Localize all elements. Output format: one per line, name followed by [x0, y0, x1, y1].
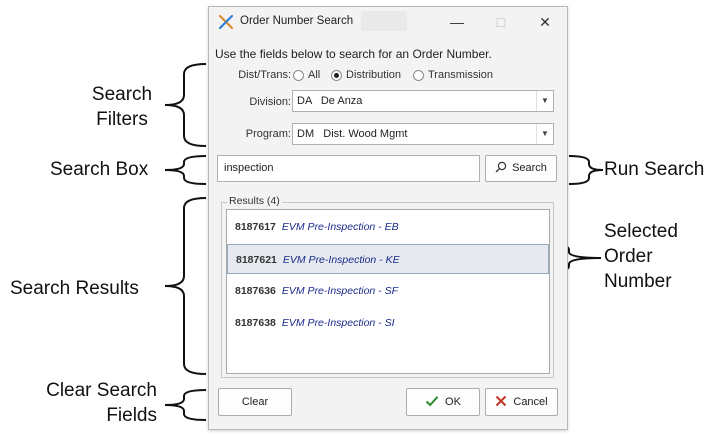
intro-text: Use the fields below to search for an Or…: [215, 47, 492, 61]
annotation-run-search: Run Search: [604, 159, 705, 180]
division-label: Division:: [249, 96, 291, 108]
division-select[interactable]: DA De Anza ▼: [292, 90, 554, 112]
checkmark-icon: [425, 396, 439, 407]
ok-button[interactable]: OK: [406, 388, 480, 416]
radio-all-label[interactable]: All: [308, 69, 321, 81]
search-icon: [495, 161, 507, 173]
order-number: 8187617: [235, 221, 276, 233]
brace-search-filters: [164, 63, 207, 147]
annotation-search-results: Search Results: [10, 278, 139, 299]
window-title: Order Number Search: [240, 15, 354, 27]
title-bar-ghost: [361, 11, 407, 31]
radio-all[interactable]: [293, 70, 304, 81]
list-item-selected[interactable]: 8187621 EVM Pre-Inspection - KE: [227, 244, 549, 274]
annotation-selected-order: Selected Order Number: [604, 221, 678, 292]
program-value: DM Dist. Wood Mgmt: [297, 128, 408, 140]
radio-transmission-label[interactable]: Transmission: [428, 69, 493, 81]
maximize-button[interactable]: □: [496, 14, 506, 30]
title-bar[interactable]: Order Number Search — □ ✕: [209, 7, 567, 37]
order-description: EVM Pre-Inspection - EB: [281, 221, 399, 233]
clear-button[interactable]: Clear: [218, 388, 292, 416]
search-button-label: Search: [512, 162, 547, 174]
search-input[interactable]: inspection: [217, 155, 480, 182]
brace-run-search: [568, 155, 604, 185]
cancel-button[interactable]: Cancel: [485, 388, 558, 416]
results-group: [221, 202, 554, 378]
radio-distribution[interactable]: [331, 70, 342, 81]
list-item[interactable]: 8187617 EVM Pre-Inspection - EB: [227, 212, 549, 242]
list-item[interactable]: 8187638 EVM Pre-Inspection - SI: [227, 308, 549, 338]
results-title: Results (4): [227, 195, 282, 207]
ok-button-label: OK: [445, 396, 461, 408]
brace-search-results: [164, 197, 207, 375]
dist-trans-label: Dist/Trans:: [238, 69, 291, 81]
brace-clear: [164, 389, 207, 421]
close-button[interactable]: ✕: [539, 14, 551, 30]
radio-transmission[interactable]: [413, 70, 424, 81]
brace-search-box: [164, 155, 207, 185]
app-x-icon: [218, 14, 234, 30]
program-label: Program:: [245, 128, 291, 140]
radio-distribution-label[interactable]: Distribution: [346, 69, 402, 81]
list-item[interactable]: 8187636 EVM Pre-Inspection - SF: [227, 276, 549, 306]
annotation-search-filters: Search Filters: [91, 84, 153, 130]
close-x-icon: [496, 395, 507, 407]
search-button[interactable]: Search: [485, 155, 557, 182]
program-select[interactable]: DM Dist. Wood Mgmt ▼: [292, 123, 554, 145]
annotation-clear-search: Clear Search Fields: [46, 380, 157, 426]
order-description: EVM Pre-Inspection - SI: [281, 317, 395, 329]
order-description: EVM Pre-Inspection - KE: [282, 254, 400, 266]
cancel-button-label: Cancel: [513, 396, 548, 408]
order-description: EVM Pre-Inspection - SF: [281, 285, 399, 297]
annotation-search-box: Search Box: [50, 159, 149, 180]
order-number: 8187621: [236, 254, 277, 266]
chevron-down-icon[interactable]: ▼: [536, 91, 553, 111]
order-number-search-window: Order Number Search — □ ✕ Use the fields…: [208, 6, 568, 430]
minimize-button[interactable]: —: [450, 14, 464, 30]
division-value: DA De Anza: [297, 95, 363, 107]
order-number: 8187636: [235, 285, 276, 297]
chevron-down-icon[interactable]: ▼: [536, 124, 553, 144]
order-number: 8187638: [235, 317, 276, 329]
